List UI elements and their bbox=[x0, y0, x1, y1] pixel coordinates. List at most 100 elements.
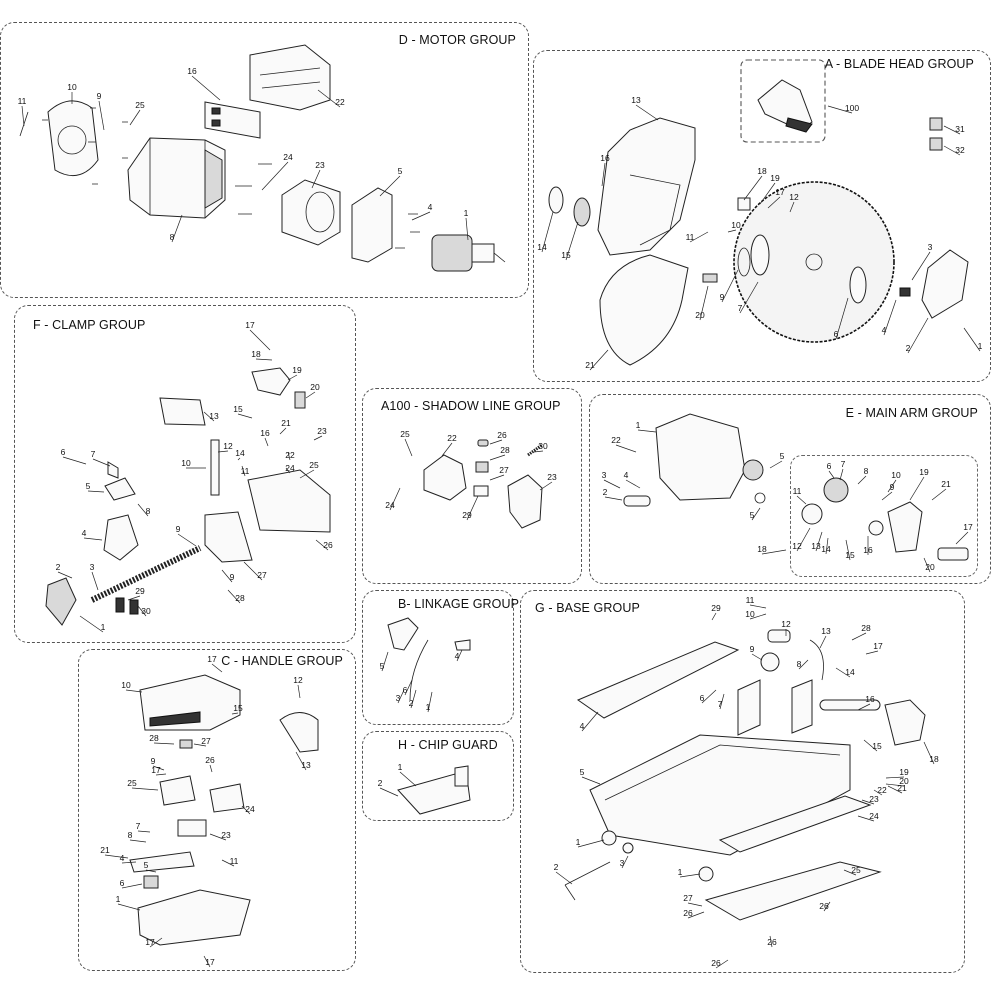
motor-part-number: 8 bbox=[170, 232, 175, 242]
clamp-leader-line bbox=[241, 465, 246, 477]
blade-leader-line bbox=[743, 175, 763, 201]
base-leader-line bbox=[715, 959, 729, 969]
handle-part-number: 4 bbox=[120, 853, 125, 863]
linkage-part-number: 4 bbox=[455, 651, 460, 661]
base-leader-line bbox=[555, 871, 573, 885]
shadow-part-number: 23 bbox=[547, 472, 557, 482]
handle-leader-line bbox=[125, 689, 143, 693]
base-leader-line bbox=[749, 604, 767, 609]
handle-part-number: 5 bbox=[144, 860, 149, 870]
chip-leader-line bbox=[379, 787, 399, 797]
armature bbox=[431, 234, 506, 272]
handle-leader-line bbox=[121, 883, 143, 889]
clamp-part-number: 18 bbox=[251, 349, 261, 359]
arm-part-number: 15 bbox=[845, 550, 855, 560]
blade-part-number: 16 bbox=[600, 153, 610, 163]
base-leader-line bbox=[819, 635, 827, 649]
base-part-number: 5 bbox=[580, 767, 585, 777]
base-part-number: 15 bbox=[872, 741, 882, 751]
arm-leader-line bbox=[796, 495, 807, 505]
motor-leader-line bbox=[379, 175, 401, 197]
blade-leader-line bbox=[727, 229, 737, 233]
blade-leader-line bbox=[789, 201, 795, 213]
blade-part-number: 100 bbox=[845, 103, 859, 113]
clamp-leader-line bbox=[249, 329, 271, 351]
base-leader-line bbox=[679, 873, 701, 878]
handle-part-number: 6 bbox=[120, 878, 125, 888]
linkage-leader-line bbox=[427, 691, 433, 713]
blade-part-number: 6 bbox=[834, 329, 839, 339]
clamp-leader-line bbox=[221, 569, 233, 583]
handle-parts bbox=[129, 674, 319, 946]
blade-leader-line bbox=[883, 299, 897, 336]
linkage-leader-line bbox=[381, 651, 389, 672]
clamp-leader-line bbox=[313, 435, 323, 441]
blade-part-number: 3 bbox=[928, 242, 933, 252]
base-leader-line bbox=[851, 632, 867, 641]
handle-part-number: 23 bbox=[221, 830, 231, 840]
base-leader-line bbox=[769, 935, 773, 948]
handle-leader-line bbox=[152, 765, 165, 771]
main-arm-parts bbox=[623, 413, 969, 561]
blade-part-number: 17 bbox=[775, 187, 785, 197]
base-part-number: 25 bbox=[851, 865, 861, 875]
base-part-number: 26 bbox=[819, 901, 829, 911]
arm-part-number: 22 bbox=[611, 435, 621, 445]
clamp-leader-line bbox=[264, 437, 269, 447]
blade-part-number: 18 bbox=[757, 166, 767, 176]
clamp-leader-line bbox=[79, 615, 104, 633]
arm-part-number: 9 bbox=[890, 482, 895, 492]
arm-part-number: 18 bbox=[757, 544, 767, 554]
arm-leader-line bbox=[815, 531, 823, 552]
base-part-number: 3 bbox=[620, 858, 625, 868]
clamp-leader-line bbox=[177, 533, 197, 547]
linkage-leader-line bbox=[410, 689, 417, 709]
base-part-number: 9 bbox=[750, 644, 755, 654]
base-leader-line bbox=[887, 785, 903, 794]
clamp-leader-line bbox=[62, 456, 87, 465]
linkage-part-number: 3 bbox=[396, 693, 401, 703]
blade-part-number: 19 bbox=[770, 173, 780, 183]
motor-part-number: 1 bbox=[464, 208, 469, 218]
linkage-leader-line bbox=[397, 689, 405, 704]
motor-part-number: 24 bbox=[283, 152, 293, 162]
clamp-leader-line bbox=[243, 561, 263, 581]
clamp-part-number: 2 bbox=[56, 562, 61, 572]
handle-leader-line bbox=[104, 854, 129, 859]
clamp-part-number: 20 bbox=[310, 382, 320, 392]
clamp-leader-line bbox=[237, 413, 253, 419]
shadow-leader-line bbox=[489, 474, 505, 481]
base-leader-line bbox=[751, 653, 763, 661]
chip-guard-part bbox=[397, 765, 471, 815]
chip-guard-panel: H - CHIP GUARD bbox=[362, 731, 514, 821]
blade-part-number: 11 bbox=[686, 232, 695, 242]
clamp-part-number: 6 bbox=[61, 447, 66, 457]
clamp-part-number: 5 bbox=[86, 481, 91, 491]
handle-part-number: 8 bbox=[128, 830, 133, 840]
clamp-part-number: 4 bbox=[82, 528, 87, 538]
base-leader-line bbox=[701, 689, 717, 704]
base-part-number: 1 bbox=[678, 867, 683, 877]
handle-part-number: 11 bbox=[230, 856, 239, 866]
clamp-group-title: F - CLAMP GROUP bbox=[33, 318, 146, 332]
linkage-part-number: 1 bbox=[426, 702, 431, 712]
chip-part-number: 2 bbox=[378, 778, 383, 788]
shadow-leader-line bbox=[441, 442, 453, 457]
saw-blade bbox=[733, 181, 895, 343]
base-part-number: 24 bbox=[869, 811, 879, 821]
handle-part-number: 7 bbox=[136, 821, 141, 831]
base-part-number: 12 bbox=[781, 619, 791, 629]
base-part-number: 23 bbox=[869, 794, 879, 804]
shadow-part-number: 28 bbox=[500, 445, 510, 455]
blade-part-number: 32 bbox=[955, 145, 965, 155]
shadow-line-group-title: A100 - SHADOW LINE GROUP bbox=[381, 399, 561, 413]
arm-leader-line bbox=[828, 470, 835, 479]
clamp-leader-line bbox=[217, 450, 229, 453]
handle-leader-line bbox=[145, 869, 157, 873]
base-leader-line bbox=[823, 901, 831, 912]
shadow-leader-line bbox=[539, 481, 553, 491]
handle-leader-line bbox=[193, 743, 207, 747]
arm-leader-line bbox=[825, 537, 829, 555]
motor-part-number: 16 bbox=[187, 66, 197, 76]
